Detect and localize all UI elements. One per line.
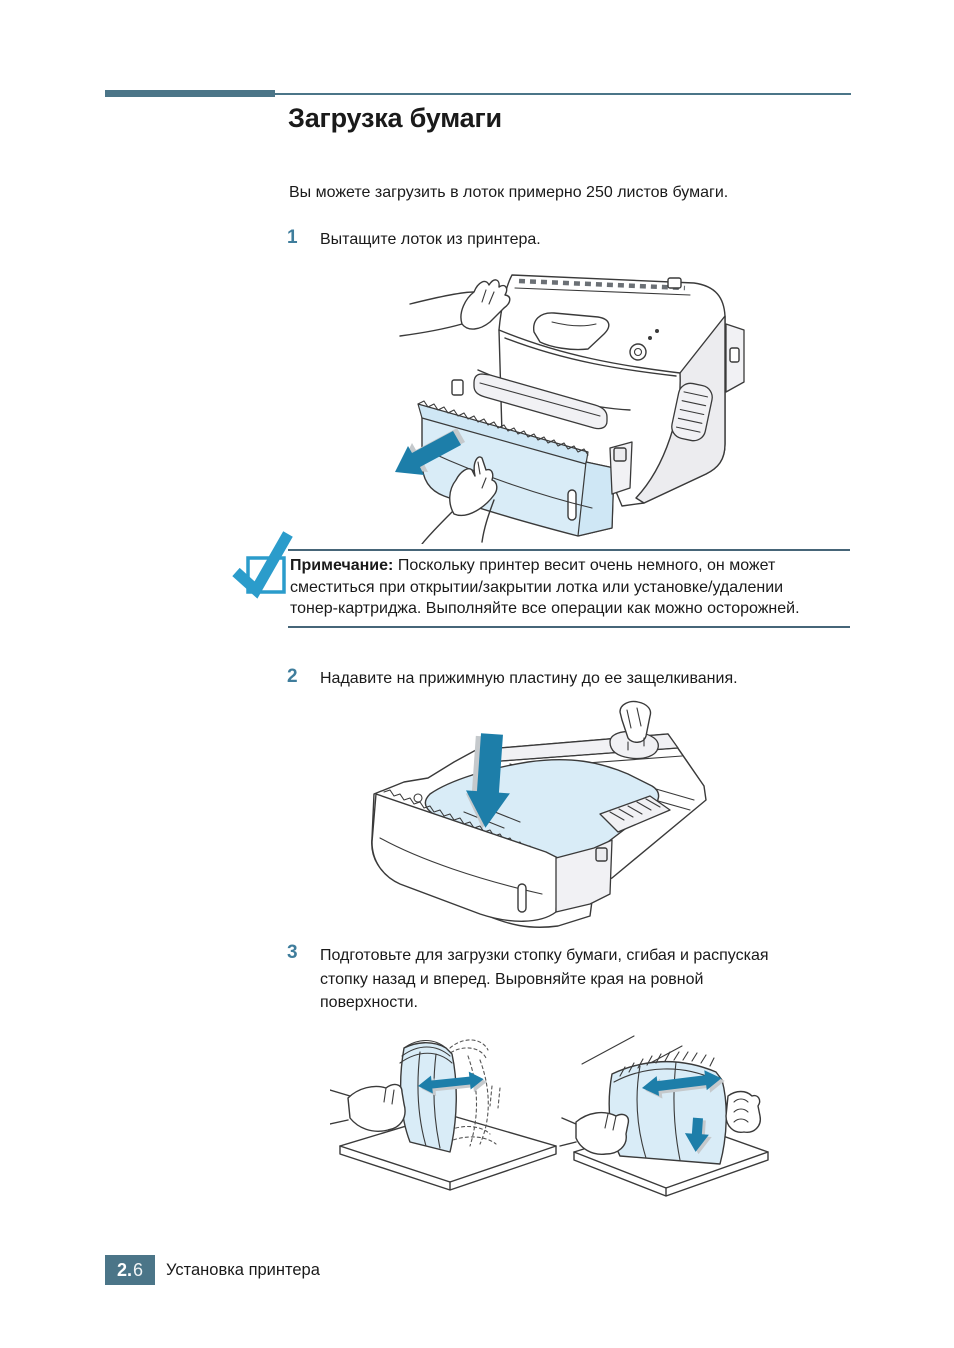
note-line-3: тонер-картриджа. Выполняйте все операции… (290, 600, 800, 617)
tray-body (371, 700, 707, 928)
note-line-1: Примечание: Поскольку принтер весит очен… (290, 557, 776, 574)
step-3-line-2: стопку назад и вперед. Выровняйте края н… (320, 970, 704, 988)
footer-page-number-bold: 2. (116, 1259, 132, 1280)
side-vent (671, 382, 713, 442)
hand-fan-left (559, 1111, 630, 1155)
step-3-number: 3 (287, 942, 298, 963)
step-2-text: Надавите на прижимную пластину до ее защ… (320, 670, 738, 687)
header-accent-bar (105, 90, 275, 97)
note-checkbox-checkmark-icon (232, 531, 293, 599)
header-rule (275, 93, 851, 95)
step-3-text: Подготовьте для загрузки стопку бумаги, … (320, 944, 880, 1015)
fan-double-arrow-icon (642, 1070, 725, 1099)
footer-chapter-label: Установка принтера (166, 1261, 320, 1279)
figure-tray-press-plate (371, 700, 707, 928)
step-3-line-1: Подготовьте для загрузки стопку бумаги, … (320, 947, 769, 964)
hand-flex (330, 1083, 406, 1132)
step-2-number: 2 (287, 666, 298, 687)
note-rule-bottom (288, 626, 850, 628)
figure-paper-preparation (330, 1035, 769, 1197)
note-line-2: сместиться при открытии/закрытии лотка и… (290, 578, 784, 596)
note-text: Примечание: Поскольку принтер весит очен… (290, 555, 860, 620)
step-1-number: 1 (287, 227, 298, 248)
flex-double-arrow-icon (418, 1071, 487, 1097)
note-label: Примечание: (290, 557, 394, 574)
control-panel (629, 329, 659, 361)
paper-flex-left (330, 1039, 557, 1191)
intro-text: Вы можете загрузить в лоток примерно 250… (289, 184, 729, 201)
footer-page-badge: 2.6 (105, 1255, 155, 1285)
footer-page-number-light: 6 (133, 1259, 144, 1280)
note-rule-top (288, 549, 850, 551)
figure-printer-tray-pullout (395, 274, 745, 544)
press-down-arrow-icon (465, 733, 510, 829)
pull-out-arrow-icon (395, 428, 465, 475)
hand-fan-right (725, 1090, 761, 1133)
length-guide (599, 795, 671, 833)
align-down-arrow-icon (684, 1117, 712, 1155)
paper-fan-right (559, 1035, 769, 1197)
hand-holding-tray (421, 456, 498, 544)
paper-tray (417, 400, 633, 537)
step-1-text: Вытащите лоток из принтера. (320, 231, 541, 248)
width-guide-knob (609, 700, 659, 760)
page-title: Загрузка бумаги (288, 103, 502, 133)
step-3-line-3: поверхности. (320, 994, 418, 1011)
hand-on-top (399, 279, 511, 337)
